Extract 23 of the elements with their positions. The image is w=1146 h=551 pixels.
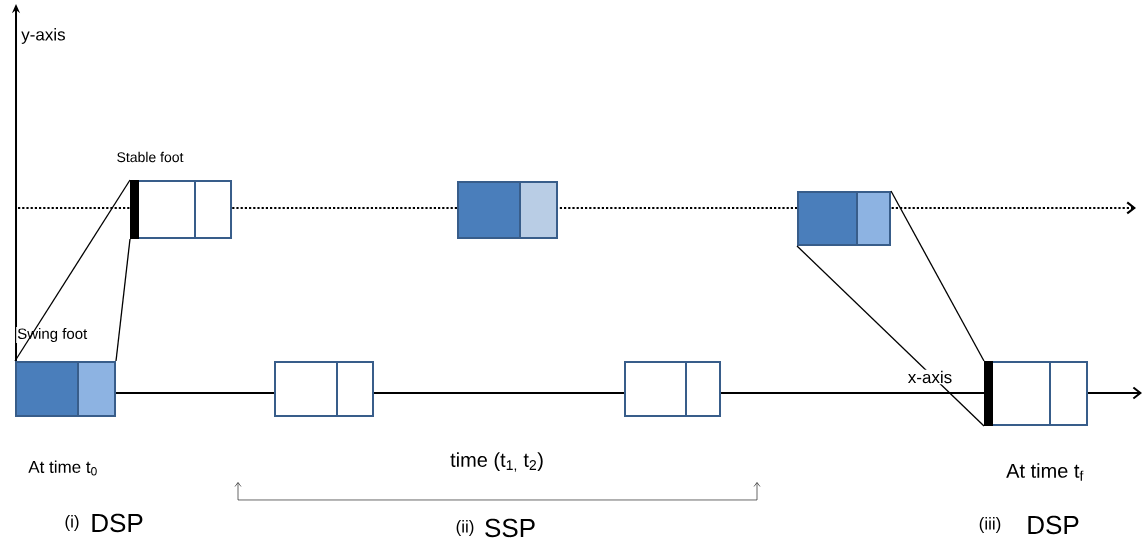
phase-number: (i) (63, 514, 81, 532)
foot-label: Stable foot (115, 150, 185, 164)
phase-number: (ii) (454, 519, 476, 537)
foot-box (624, 361, 721, 417)
axis-label: x-axis (906, 369, 954, 385)
time-label: At time t$_{f}$ (1005, 462, 1085, 482)
foot-box (457, 181, 558, 239)
foot-box (130, 180, 232, 239)
foot-box (15, 361, 116, 417)
axis-label: y-axis (20, 27, 67, 45)
time-label: time (t$_{1,}$ t$_{2}$) (449, 451, 545, 473)
foot-box (797, 191, 891, 246)
phase-label: DSP (1025, 514, 1081, 536)
leg-line (796, 245, 985, 427)
time-label: At time t$_{0}$ (27, 459, 99, 477)
leg-line (115, 238, 131, 362)
phase-label: DSP (89, 512, 145, 534)
leg-line (890, 190, 985, 362)
phase-label: SSP (483, 517, 537, 539)
foot-box (984, 361, 1088, 426)
leg-line (14, 179, 131, 362)
foot-box (274, 361, 374, 417)
phase-number: (iii) (977, 516, 1003, 534)
